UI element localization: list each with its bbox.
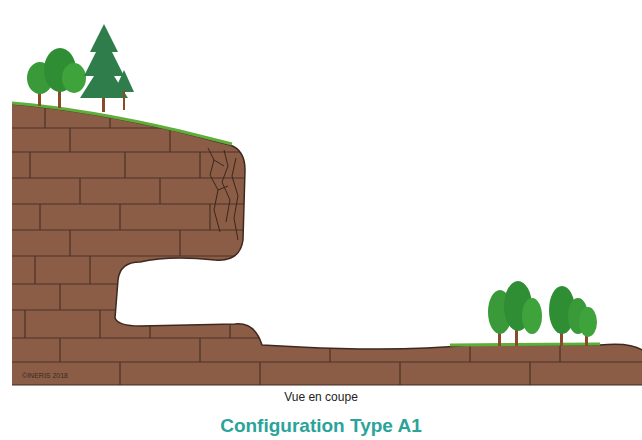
grass: [12, 103, 600, 345]
watermark: ©INERIS 2018: [22, 372, 68, 379]
trees-upper: [27, 24, 134, 112]
caption: Configuration Type A1: [0, 415, 642, 437]
rock-mass: [0, 104, 642, 385]
trees-lower: [488, 281, 597, 346]
view-label: Vue en coupe: [0, 390, 642, 404]
